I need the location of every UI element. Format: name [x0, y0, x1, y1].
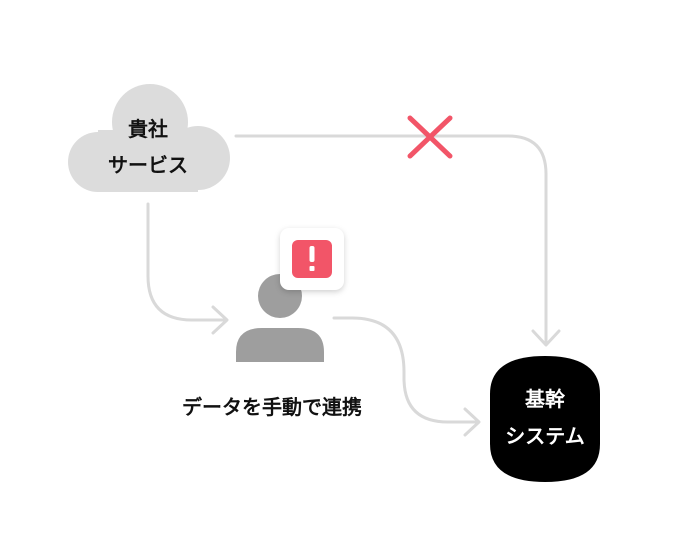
- company-service-label-line2: サービス: [108, 153, 188, 177]
- manual-transfer-label: データを手動で連携: [182, 395, 362, 419]
- service-to-person-arrowhead: [211, 305, 229, 335]
- database-icon: [490, 356, 600, 482]
- cross-icon: [407, 115, 453, 159]
- alert-icon: [280, 228, 344, 290]
- person-to-core-connector: [332, 316, 480, 424]
- service-to-person-connector: [146, 202, 228, 322]
- direct-connector: [234, 134, 548, 346]
- cloud-icon: [68, 84, 230, 192]
- core-system-label-line2: システム: [505, 424, 584, 448]
- person-to-core-arrowhead: [463, 407, 481, 437]
- company-service-label-line1: 貴社: [128, 117, 168, 141]
- core-system-label-line1: 基幹: [525, 387, 566, 411]
- direct-connector-arrowhead: [531, 329, 561, 347]
